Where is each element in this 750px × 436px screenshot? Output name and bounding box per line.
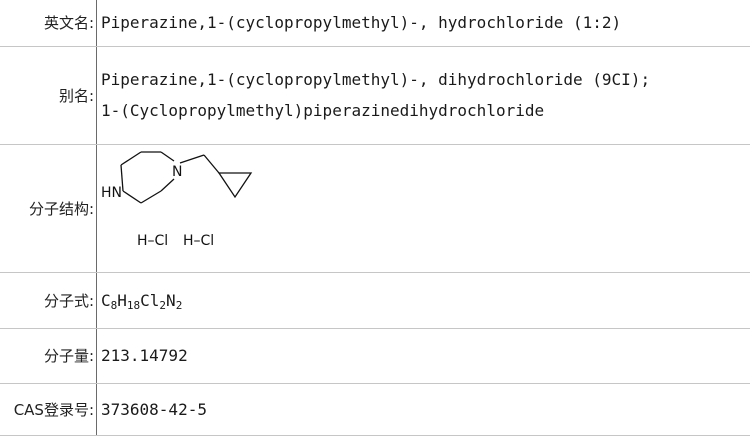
english-name-label: 英文名: <box>0 0 97 46</box>
cas-value: 373608-42-5 <box>97 383 750 435</box>
structure-bonds <box>121 152 251 203</box>
atom-hn: HN <box>101 185 122 201</box>
row-structure: 分子结构: N HN H–Cl H–Cl <box>0 144 750 272</box>
atom-n: N <box>172 164 182 180</box>
structure-label: 分子结构: <box>0 144 97 272</box>
molecule-structure-image: N HN H–Cl H–Cl <box>101 149 281 267</box>
formula-label: 分子式: <box>0 272 97 328</box>
salt-hcl-2: H–Cl <box>183 233 214 249</box>
formula-h: H <box>117 291 127 310</box>
alias-label: 别名: <box>0 46 97 144</box>
salt-hcl-1: H–Cl <box>137 233 168 249</box>
alias-line-1: Piperazine,1-(cyclopropylmethyl)-, dihyd… <box>101 64 750 95</box>
weight-label: 分子量: <box>0 328 97 383</box>
alias-value: Piperazine,1-(cyclopropylmethyl)-, dihyd… <box>97 46 750 144</box>
row-alias: 别名: Piperazine,1-(cyclopropylmethyl)-, d… <box>0 46 750 144</box>
english-name-value: Piperazine,1-(cyclopropylmethyl)-, hydro… <box>97 0 750 46</box>
formula-n: N <box>166 291 176 310</box>
formula-h-count: 18 <box>127 299 140 312</box>
formula-c: C <box>101 291 111 310</box>
row-formula: 分子式: C8H18Cl2N2 <box>0 272 750 328</box>
formula-n-count: 2 <box>176 299 183 312</box>
structure-cell: N HN H–Cl H–Cl <box>97 144 750 272</box>
formula-value: C8H18Cl2N2 <box>97 272 750 328</box>
row-cas: CAS登录号: 373608-42-5 <box>0 383 750 435</box>
alias-line-2: 1-(Cyclopropylmethyl)piperazinedihydroch… <box>101 95 750 126</box>
row-weight: 分子量: 213.14792 <box>0 328 750 383</box>
row-english-name: 英文名: Piperazine,1-(cyclopropylmethyl)-, … <box>0 0 750 46</box>
cas-label: CAS登录号: <box>0 383 97 435</box>
formula-cl: Cl <box>140 291 159 310</box>
weight-value: 213.14792 <box>97 328 750 383</box>
